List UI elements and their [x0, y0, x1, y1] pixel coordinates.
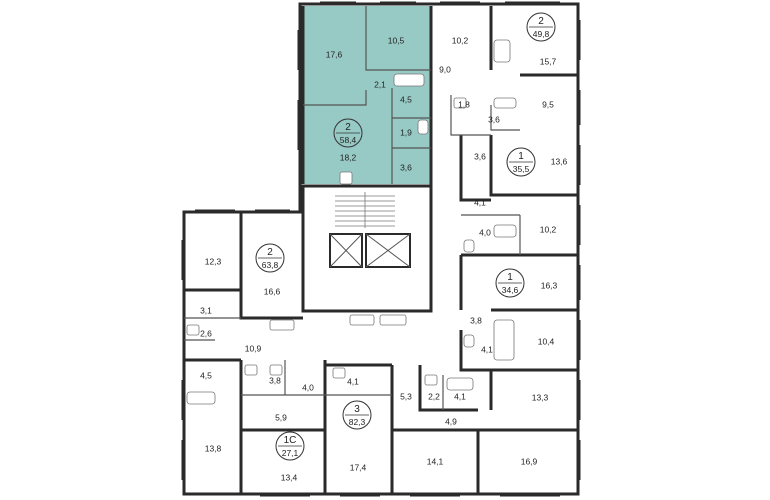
room-area-label: 13,8 — [205, 443, 222, 453]
room-area-label: 9,0 — [439, 64, 451, 74]
room-area-label: 4,0 — [302, 382, 314, 392]
room-area-label: 4,0 — [479, 227, 491, 237]
room-area-label: 3,1 — [200, 305, 212, 315]
room-area-label: 10,4 — [538, 336, 555, 346]
apartment-badge[interactable]: 134,6 — [495, 268, 525, 298]
highlighted-apartment-fill[interactable] — [303, 6, 431, 184]
room-area-label: 5,9 — [275, 412, 287, 422]
apartment-total-area: 63,8 — [262, 260, 279, 270]
apartment-total-area: 49,8 — [533, 29, 550, 39]
partitions — [184, 6, 521, 410]
apartment-total-area: 58,4 — [340, 135, 357, 145]
room-area-label: 13,6 — [551, 156, 568, 166]
room-area-label: 4,1 — [454, 391, 466, 401]
room-area-label: 9,5 — [542, 99, 554, 109]
apartment-total-area: 27,1 — [282, 448, 299, 458]
elevator-shaft-left — [329, 233, 363, 268]
room-area-label: 4,1 — [347, 376, 359, 386]
room-area-label: 4,5 — [200, 370, 212, 380]
room-area-label: 10,5 — [388, 35, 405, 45]
room-area-label: 10,9 — [245, 343, 262, 353]
apartment-total-area: 35,5 — [513, 164, 530, 174]
room-area-label: 1,9 — [400, 127, 412, 137]
apartment-rooms-count: 2 — [538, 16, 544, 27]
room-area-label: 4,5 — [400, 94, 412, 104]
room-area-label: 3,6 — [474, 151, 486, 161]
room-area-label: 3,8 — [269, 375, 281, 385]
apartment-rooms-count: 2 — [267, 247, 273, 258]
room-area-label: 13,4 — [281, 472, 298, 482]
apartment-rooms-count: 2 — [345, 122, 351, 133]
interior-walls — [184, 6, 578, 494]
room-area-label: 17,4 — [350, 462, 367, 472]
apartment-badge[interactable]: 263,8 — [255, 243, 285, 273]
room-area-label: 13,3 — [532, 392, 549, 402]
room-area-label: 16,6 — [264, 286, 281, 296]
apartment-badge[interactable]: 249,8 — [526, 12, 556, 42]
room-area-label: 16,3 — [541, 280, 558, 290]
apartment-badge[interactable]: 1С 27,1 — [275, 431, 305, 461]
room-area-label: 1,8 — [458, 99, 470, 109]
outer-walls — [182, 2, 580, 496]
apartment-rooms-count: 1 — [518, 151, 524, 162]
room-area-label: 2,1 — [374, 79, 386, 89]
apartment-rooms-count: 3 — [354, 404, 360, 415]
room-area-label: 3,6 — [400, 162, 412, 172]
stair-elevator-core — [301, 184, 433, 313]
room-area-label: 12,3 — [205, 256, 222, 266]
elevator-shaft-right — [365, 233, 411, 268]
apartment-badge[interactable]: 258,4 — [333, 118, 363, 148]
room-area-label: 10,2 — [452, 35, 469, 45]
apartment-total-area: 34,6 — [502, 285, 519, 295]
room-area-label: 3,8 — [470, 315, 482, 325]
room-area-label: 2,6 — [200, 328, 212, 338]
windows — [181, 1, 581, 497]
apartment-badge[interactable]: 135,5 — [506, 147, 536, 177]
room-area-label: 18,2 — [340, 152, 357, 162]
room-area-label: 2,2 — [428, 391, 440, 401]
room-area-label: 4,1 — [481, 344, 493, 354]
room-area-label: 4,9 — [445, 416, 457, 426]
bathroom-fixtures — [186, 39, 517, 405]
apartment-total-area: 82,3 — [349, 417, 366, 427]
room-area-labels: 17,6 10,5 2,1 4,5 1,9 18,2 3,6 10,2 9,0 15,7 1,8 3,… — [200, 35, 567, 482]
apartment-rooms-count: 1С — [284, 435, 297, 446]
room-area-label: 14,1 — [427, 456, 444, 466]
room-area-label: 3,6 — [488, 114, 500, 124]
stair-treads — [335, 192, 395, 228]
room-area-label: 4,1 — [474, 197, 486, 207]
room-area-label: 10,2 — [540, 224, 557, 234]
room-area-label: 5,3 — [400, 391, 412, 401]
room-area-label: 16,9 — [521, 456, 538, 466]
apartment-rooms-count: 1 — [507, 272, 513, 283]
apartment-badge[interactable]: 382,3 — [342, 400, 372, 430]
room-area-label: 17,6 — [326, 49, 343, 59]
room-area-label: 15,7 — [540, 56, 557, 66]
